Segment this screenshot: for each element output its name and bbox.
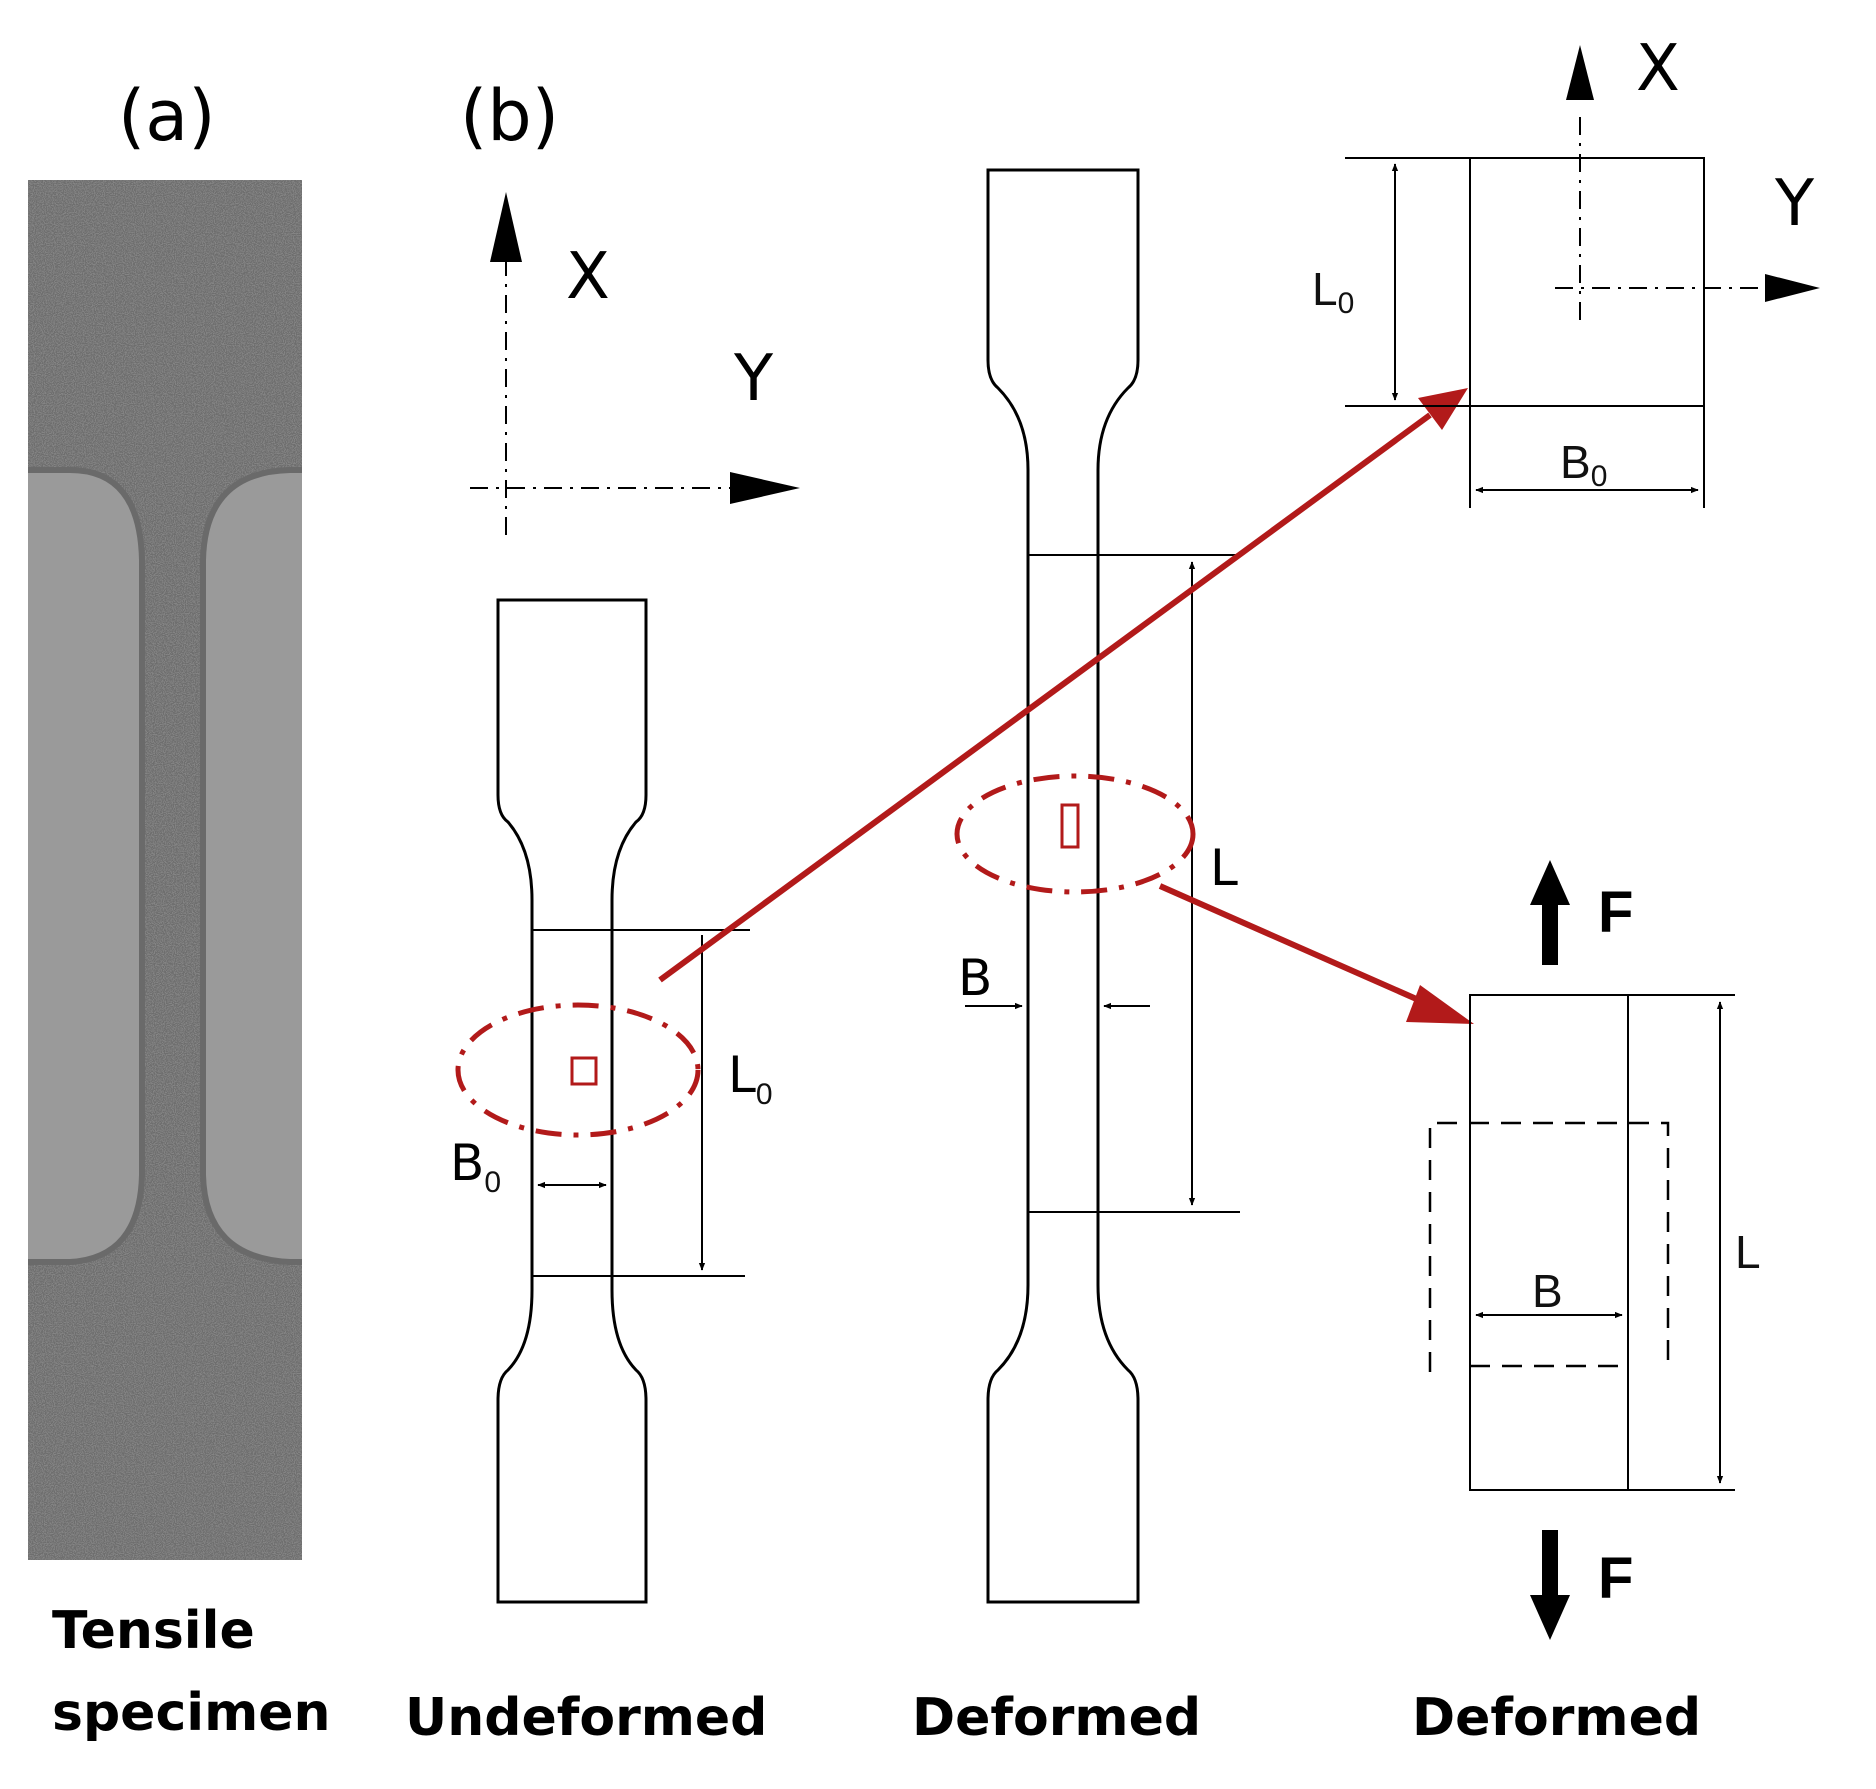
arrowhead-undeformed-element — [1418, 388, 1468, 430]
caption-deformed: Deformed — [912, 1688, 1201, 1748]
deformed-specimen: L B — [954, 168, 1240, 1604]
arrow-to-deformed-element — [1158, 883, 1432, 1008]
caption-tensile: Tensile — [52, 1601, 255, 1661]
label-L-deformed: L — [1210, 839, 1238, 897]
label-L0: L0 — [728, 1046, 773, 1111]
caption-deformed-element: Deformed — [1412, 1688, 1701, 1748]
grip-right — [200, 467, 302, 1265]
element-label-L: L — [1735, 1226, 1761, 1278]
arrow-to-undeformed-element — [658, 412, 1432, 983]
force-arrow-up — [1530, 860, 1570, 965]
undeformed-specimen: L0 B0 — [450, 598, 773, 1604]
coordinate-axes: X Y — [470, 192, 800, 535]
element-x-arrowhead — [1566, 45, 1594, 100]
force-label-bottom: F — [1598, 1546, 1633, 1611]
highlight-ellipse-deformed — [954, 773, 1196, 895]
specimen-photo — [28, 180, 302, 1560]
element-x-label: X — [1636, 32, 1680, 106]
panel-b-tag: (b) — [460, 75, 559, 157]
x-axis-label: X — [566, 240, 610, 314]
grip-left — [28, 467, 145, 1265]
caption-undeformed: Undeformed — [405, 1688, 767, 1748]
y-axis-arrowhead — [730, 472, 800, 504]
element-y-label: Y — [1774, 167, 1815, 241]
original-element-outline — [1428, 1121, 1670, 1372]
y-axis-label: Y — [733, 342, 774, 416]
connector-arrows — [658, 388, 1474, 1024]
force-arrow-down — [1530, 1530, 1570, 1640]
arrowhead-deformed-element — [1406, 985, 1474, 1024]
element-deformed: B L F F — [1428, 860, 1761, 1640]
element-marker-deformed — [1060, 803, 1080, 849]
element-marker-undeformed — [570, 1056, 598, 1086]
label-B-deformed: B — [958, 949, 992, 1007]
force-label-top: F — [1598, 880, 1633, 945]
element-label-L0: L0 — [1312, 263, 1354, 320]
label-B0: B0 — [450, 1134, 501, 1199]
highlight-ellipse-undeformed — [455, 1002, 701, 1138]
caption-specimen: specimen — [52, 1683, 331, 1743]
element-label-B0: B0 — [1560, 436, 1607, 493]
x-axis-arrowhead — [490, 192, 522, 262]
element-undeformed: X Y L0 B0 — [1312, 32, 1820, 508]
element-label-B: B — [1532, 1265, 1563, 1317]
element-y-arrowhead — [1765, 274, 1820, 302]
panel-a-tag: (a) — [118, 75, 216, 157]
